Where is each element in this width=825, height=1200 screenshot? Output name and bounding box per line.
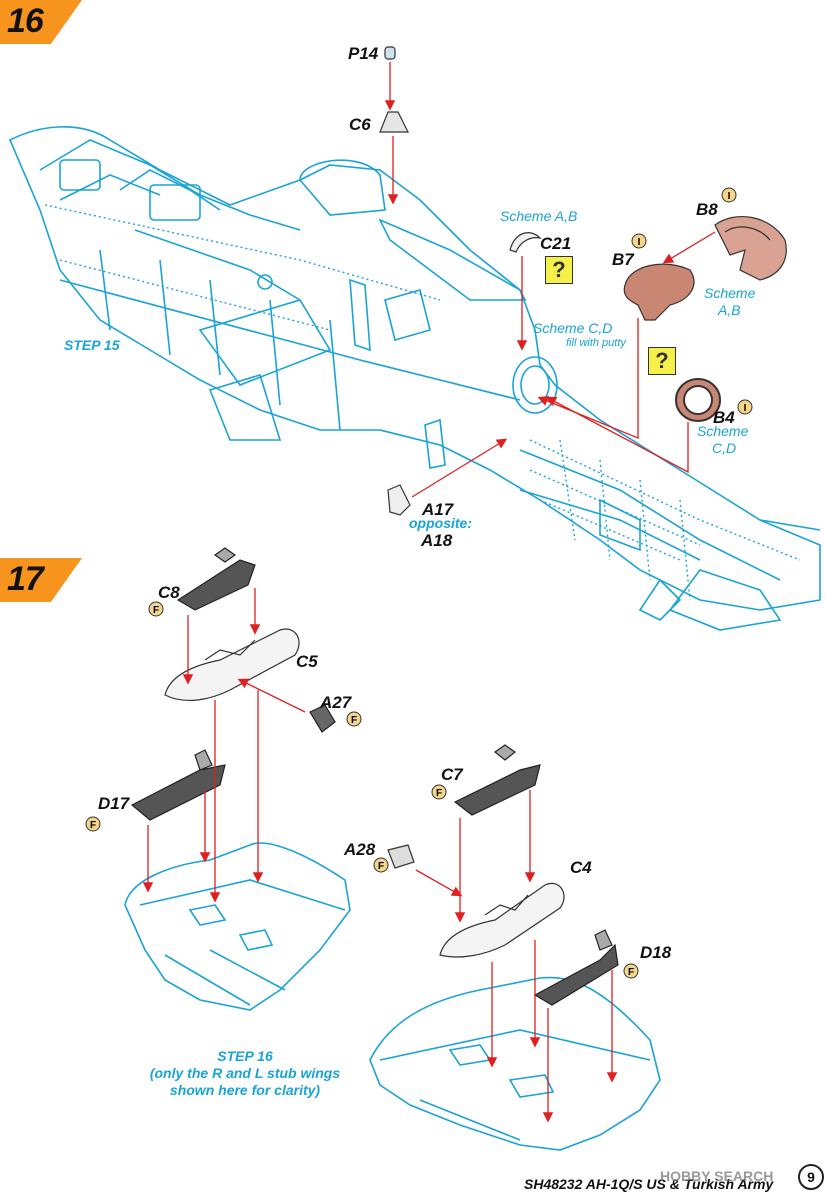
part-b4-shape: [675, 378, 721, 422]
svg-text:F: F: [153, 605, 159, 616]
paint-drop-icon: F: [373, 857, 389, 873]
part-b7-shape: [623, 263, 695, 321]
note-scheme-ab: Scheme A,B: [500, 208, 578, 224]
note-scheme-ab-2b: A,B: [718, 302, 741, 318]
page-number: 9: [798, 1164, 824, 1190]
label-p14: P14: [348, 44, 379, 63]
left-stub-wing: [124, 842, 351, 1011]
step15-label: STEP 15: [64, 337, 120, 353]
label-a18: A18: [421, 531, 453, 550]
note-scheme-ab-2a: Scheme: [704, 285, 756, 301]
part-c4-shape: [439, 882, 565, 958]
paint-drop-icon: F: [623, 963, 639, 979]
paint-drop-icon: I: [721, 187, 737, 203]
part-c8-shape: [176, 547, 256, 611]
part-c7-shape: [453, 744, 541, 816]
step16-note-line2: (only the R and L stub wings: [149, 1065, 341, 1081]
step16-number: 16: [7, 2, 44, 40]
rivet-lines: [44, 204, 801, 601]
svg-text:F: F: [351, 715, 357, 726]
note-opposite: opposite:: [409, 515, 472, 531]
note-scheme-cd-2b: C,D: [712, 440, 737, 456]
svg-text:I: I: [638, 237, 641, 248]
label-c4: C4: [570, 858, 592, 877]
part-c6-shape: [379, 111, 409, 133]
note-scheme-cd-2a: Scheme: [697, 423, 749, 439]
part-d18-shape: [533, 929, 619, 1006]
step17-arrows: [142, 588, 618, 1123]
svg-text:F: F: [628, 967, 634, 978]
label-b8: B8: [696, 200, 718, 219]
step16-arrows: [384, 62, 716, 498]
label-c7: C7: [441, 765, 463, 784]
footer-title: SH48232 AH-1Q/S US & Turkish Army: [524, 1176, 774, 1192]
question-box-2: ?: [648, 347, 676, 375]
note-fill-putty: fill with putty: [566, 337, 626, 349]
paint-drop-icon: F: [148, 601, 164, 617]
question-box-1: ?: [545, 256, 573, 284]
step16-note-line3: shown here for clarity): [169, 1082, 321, 1098]
label-d17: D17: [98, 794, 130, 813]
part-c5-shape: [164, 628, 300, 701]
paint-drop-icon: I: [631, 233, 647, 249]
part-d17-shape: [130, 749, 226, 821]
paint-drop-icon: F: [346, 711, 362, 727]
label-b7: B7: [612, 250, 634, 269]
paint-drop-icon: F: [85, 816, 101, 832]
part-a27-shape: [309, 704, 336, 733]
paint-drop-icon: I: [737, 399, 753, 415]
label-c8: C8: [158, 583, 180, 602]
right-stub-wing: [369, 976, 661, 1151]
svg-text:F: F: [436, 788, 442, 799]
helicopter-fuselage: [8, 126, 821, 631]
part-p14-shape: [384, 46, 396, 60]
part-a28-shape: [387, 844, 415, 869]
watermark: HOBBY SEARCH: [660, 1168, 774, 1184]
label-b4: B4: [713, 408, 735, 427]
svg-text:I: I: [728, 191, 731, 202]
note-scheme-cd: Scheme C,D: [533, 320, 613, 336]
label-c21: C21: [540, 234, 572, 253]
svg-text:F: F: [378, 861, 384, 872]
label-c6: C6: [349, 115, 371, 134]
label-c5: C5: [296, 652, 318, 671]
label-a17: A17: [422, 500, 454, 519]
svg-text:I: I: [744, 403, 747, 414]
part-c21-shape: [509, 232, 542, 253]
part-b8-shape: [714, 216, 787, 281]
part-a17-shape: [387, 484, 411, 516]
step17-number: 17: [7, 560, 44, 598]
svg-text:F: F: [90, 820, 96, 831]
label-a27: A27: [320, 693, 352, 712]
label-a28: A28: [344, 840, 376, 859]
step16-note-line1: STEP 16: [217, 1048, 273, 1064]
paint-drop-icon: F: [431, 784, 447, 800]
step16-note: STEP 16 (only the R and L stub wings sho…: [135, 1048, 355, 1099]
label-d18: D18: [640, 943, 672, 962]
